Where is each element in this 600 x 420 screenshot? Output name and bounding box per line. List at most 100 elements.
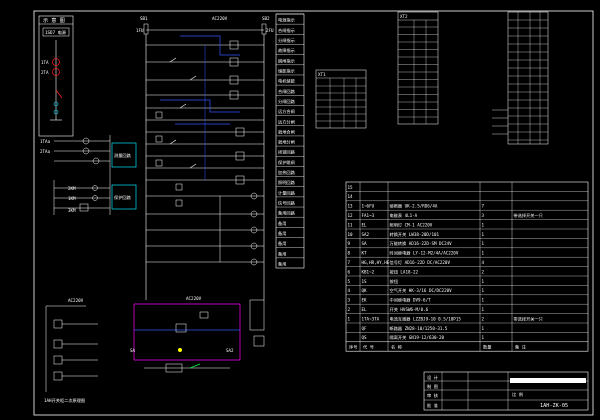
function-label-3: 分闸指示 [278, 37, 295, 44]
outer-frame [33, 10, 594, 416]
bottom-sa2: SA2 [226, 348, 234, 353]
function-label-18: 计量回路 [278, 189, 296, 196]
bom-cell-r14-c2: 电流互感器 LZZBJ9-10 0.5/10P15 [390, 315, 462, 322]
bom-cell-r3-c4: 带选择开关一只 [514, 212, 543, 219]
bom-cell-r7-c0: 8 [348, 251, 351, 256]
function-label-8: 合闸回路 [278, 88, 296, 95]
bom-cell-r12-c2: 中间继电器 DV9-6/T [390, 297, 432, 304]
xt2-title: XT2 [400, 14, 408, 19]
bottom-sa: SA [130, 348, 136, 353]
bom-cell-r16-c3: 1 [482, 335, 485, 340]
bom-cell-r1-c0: 14 [348, 194, 354, 199]
bom-cell-r2-c2: 熔断器 UK-2.5/RD6/4A [390, 203, 438, 210]
bom-cell-r16-c1: QS [362, 335, 368, 340]
bom-cell-r4-c3: 1 [482, 222, 485, 227]
bom-cell-r0-c0: 15 [348, 185, 354, 190]
function-label-9: 分闸回路 [278, 98, 296, 105]
protect-box-label: 保护回路 [114, 194, 132, 201]
label-2tax: 2TAa [40, 149, 51, 154]
protect-box [111, 184, 137, 210]
function-label-17: 照明回路 [278, 179, 296, 186]
bom-cell-r11-c2: 空气开关 HK-3/16 DC/DC220V [390, 287, 453, 294]
function-label-4: 故障指示 [278, 47, 295, 54]
label-2fu: 2FU [266, 28, 274, 33]
function-label-11: 远方分闸 [278, 118, 295, 125]
bom-cell-r13-c2: 开关 HVSW6-M/0.6 [390, 306, 429, 313]
bom-header-3: 数量 [483, 344, 491, 351]
label-2ta: 2TA [41, 70, 49, 75]
label-1km: 1KM [68, 196, 76, 201]
bom-cell-r3-c1: FA1~3 [362, 213, 375, 218]
function-label-5: 跳闸指示 [278, 57, 295, 64]
label-1ta: 1TA [41, 60, 49, 65]
bottom-center-circuit: AC220V SA SA2 [130, 296, 265, 373]
function-label-15: 保护跳闸 [278, 159, 295, 166]
title-row-2: 制 图 [427, 383, 438, 390]
bom-cell-r7-c2: 时间继电器 LY-12-M2/4A/AC220V [390, 250, 459, 257]
label-sb2: SB2 [262, 16, 270, 21]
function-label-20: 备用回路 [278, 210, 296, 217]
label-1fu: 1FU [136, 28, 144, 33]
bom-cell-r9-c1: KB1~2 [362, 269, 375, 274]
bom-cell-r2-c0: 13 [348, 204, 354, 209]
function-label-1: 电源指示 [278, 17, 295, 24]
bom-cell-r9-c2: 按钮 LA18-22 [390, 268, 419, 275]
function-label-23: 备用 [278, 240, 286, 247]
measure-box [111, 142, 137, 168]
bom-header-4: 备 注 [515, 344, 527, 351]
measure-box-label: 测量回路 [114, 152, 132, 159]
bom-cell-r8-c0: 7 [348, 260, 351, 265]
bom-cell-r14-c0: 1 [348, 316, 351, 321]
bom-cell-r4-c1: EL [362, 222, 368, 227]
bom-cell-r4-c2: 照明灯 CM-1 AC220V [390, 221, 433, 228]
bom-cell-r16-c2: 隔离开关 GN19-12/630-20 [390, 334, 445, 341]
bom-cell-r6-c2: 万能转换 AD16-22D-SM DC24V [390, 240, 453, 247]
bom-cell-r10-c1: 1S [362, 279, 368, 284]
bom-cell-r2-c1: 1~6FU [362, 204, 375, 209]
bom-cell-r5-c0: 10 [348, 232, 354, 237]
bom-cell-r7-c1: KT [362, 251, 368, 256]
bom-cell-r4-c0: 11 [348, 222, 354, 227]
bom-cell-r12-c0: 3 [348, 298, 351, 303]
label-3km: 3KM [68, 208, 76, 213]
xt2-terminal-table: XT2 [397, 11, 439, 125]
bom-cell-r13-c1: EL [362, 307, 368, 312]
bom-cell-r14-c4: 带选择开关一只 [514, 315, 543, 322]
bom-cell-r9-c0: 6 [348, 269, 351, 274]
bom-cell-r13-c0: 2 [348, 307, 351, 312]
function-label-25: 备用 [278, 261, 286, 268]
bom-cell-r14-c1: 1TA~3TA [362, 316, 380, 321]
bottom-left-wiring: AC220V 1AH开关柜二次原理图 [44, 298, 98, 404]
bom-cell-r6-c1: SA [362, 241, 368, 246]
bom-header-0: 序号 [349, 344, 357, 351]
function-label-2: 合闸指示 [278, 27, 295, 34]
label-1tax: 1TAa [40, 139, 51, 144]
left-function-boxes: 测量回路 保护回路 [111, 142, 137, 210]
bom-cell-r11-c0: 4 [348, 288, 351, 293]
bom-cell-r11-c3: 1 [482, 288, 485, 293]
bottom-left-caption: 1AH开关柜二次原理图 [44, 397, 85, 404]
bom-cell-r5-c1: SA2 [362, 232, 370, 237]
function-label-10: 远方合闸 [278, 108, 295, 115]
left-block: 示 意 图 1SD7 电源 1TA 2TA 1TAa 2TAa 2KM 1KM … [38, 15, 111, 215]
function-label-13: 就地分闸 [278, 139, 295, 146]
title-row-4: 批 准 [427, 402, 438, 409]
bom-cell-r5-c3: 1 [482, 232, 485, 237]
function-label-24: 备用 [278, 250, 286, 257]
bottom-left-ac220: AC220V [68, 298, 84, 303]
bom-cell-r9-c3: 2 [482, 269, 485, 274]
bom-cell-r10-c3: 1 [482, 279, 485, 284]
bom-cell-r8-c3: 4 [482, 260, 485, 265]
function-label-14: 闭锁回路 [278, 149, 296, 156]
function-label-19: 信号回路 [278, 200, 296, 207]
function-label-21: 备用 [278, 220, 286, 227]
xt1-title: XT1 [318, 72, 326, 77]
title-scale-label: 比 例 [512, 391, 523, 398]
bom-cell-r6-c0: 9 [348, 241, 351, 246]
function-label-12: 就地合闸 [278, 128, 295, 135]
bom-cell-r15-c2: 断路器 ZN28-10/1250-31.5 [390, 325, 448, 332]
bom-cell-r2-c3: 7 [482, 204, 485, 209]
